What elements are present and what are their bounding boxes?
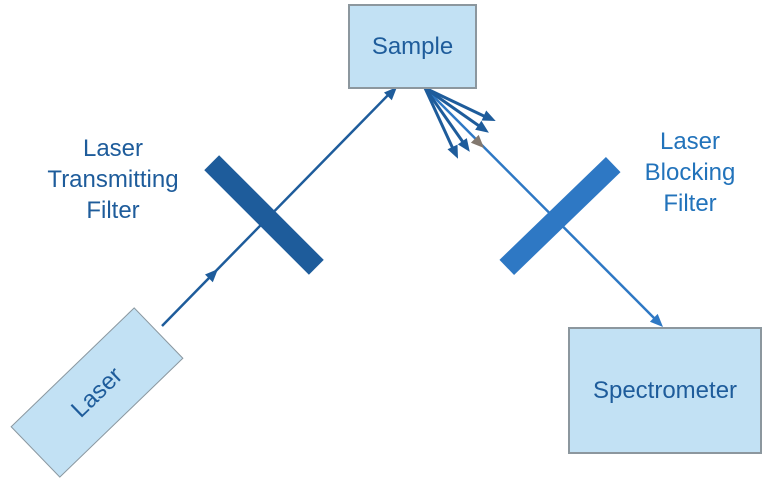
signal-beam-line	[424, 87, 659, 323]
transmitting-filter-label-line: Filter	[86, 197, 140, 224]
scattered-ray-arrowhead	[447, 144, 458, 159]
scattered-ray-arrowhead	[457, 138, 470, 152]
transmitting-filter-label-line: Laser	[82, 135, 144, 162]
raman-signal-gray-arrowhead	[470, 134, 484, 148]
blocking-filter-label-line: Filter	[663, 190, 717, 217]
spectrometer-box: Spectrometer	[568, 327, 762, 454]
scattered-ray-line	[424, 86, 483, 130]
transmitting-filter-label-line: Transmitting	[47, 166, 179, 193]
transmitting-filter-label: Laser Transmitting Filter	[18, 133, 208, 226]
scattered-ray-line	[424, 86, 489, 120]
spectrometer-label: Spectrometer	[592, 376, 738, 404]
laser-label: Laser	[65, 361, 128, 423]
sample-label: Sample	[371, 32, 454, 60]
scattered-ray-arrowhead	[475, 120, 489, 133]
blocking-filter-label: Laser Blocking Filter	[610, 126, 768, 219]
scattered-ray-line	[423, 87, 456, 152]
laser-beam-line	[161, 89, 394, 327]
blocking-filter-label-line: Laser	[659, 128, 721, 155]
sample-box: Sample	[348, 4, 477, 89]
blocking-filter-bar	[499, 157, 621, 275]
scattered-ray-line	[423, 87, 467, 146]
transmitting-filter-bar	[204, 155, 324, 275]
laser-beam-mid-arrowhead	[205, 269, 218, 283]
blocking-filter-label-line: Blocking	[644, 159, 736, 186]
scattered-ray-arrowhead	[481, 110, 496, 121]
signal-beam-spectrometer-arrowhead	[649, 313, 663, 327]
laser-beam-sample-arrowhead	[384, 87, 397, 101]
